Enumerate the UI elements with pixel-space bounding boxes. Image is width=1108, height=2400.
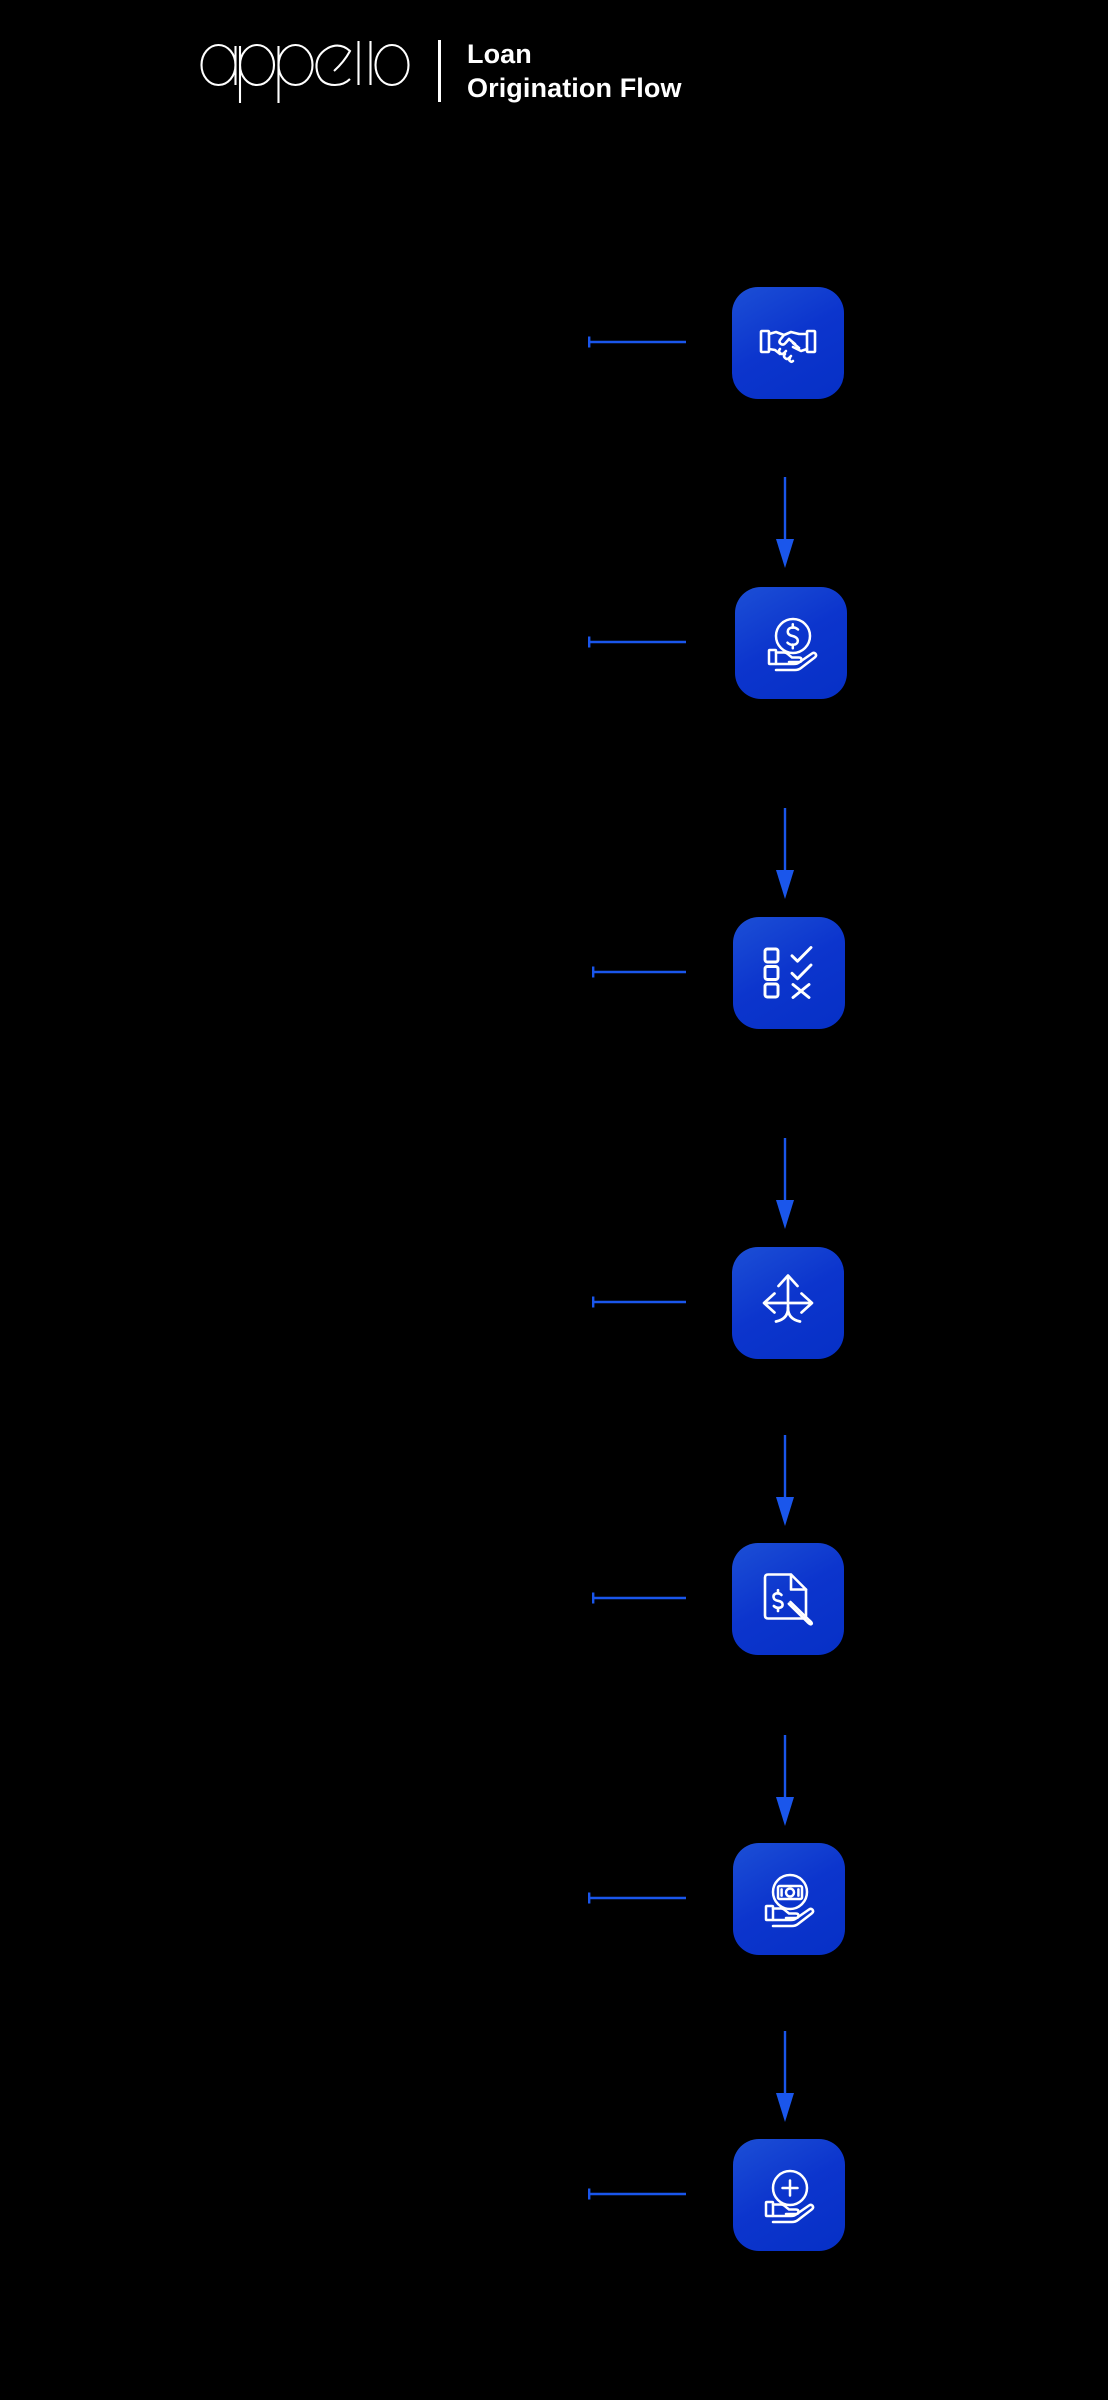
hand-holding-dollar-coin-icon [761, 613, 821, 673]
step-connector-line-6 [588, 1892, 686, 1904]
hand-holding-banknote-icon [760, 1870, 818, 1928]
handshake-icon [758, 313, 818, 373]
step-connector-line-4 [592, 1296, 686, 1308]
loan-document-signature-icon [759, 1570, 817, 1628]
step-icon-box-4[interactable] [732, 1247, 844, 1359]
step-connector-line-3 [592, 966, 686, 978]
step-icon-box-5[interactable] [732, 1543, 844, 1655]
header-inner: Loan Origination Flow [198, 35, 682, 107]
step-icon-box-6[interactable] [733, 1843, 845, 1955]
hand-holding-plus-circle-icon [760, 2166, 818, 2224]
checklist-approval-icon [760, 944, 818, 1002]
step-connector-line-5 [592, 1592, 686, 1604]
appello-wordmark-logo [198, 35, 410, 107]
branching-arrows-decision-icon [757, 1272, 819, 1334]
step-connector-line-7 [588, 2188, 686, 2200]
step-connector-line-1 [588, 336, 686, 348]
step-icon-box-3[interactable] [733, 917, 845, 1029]
page-header: Loan Origination Flow [0, 0, 1108, 150]
step-icon-box-2[interactable] [735, 587, 847, 699]
vertical-divider [438, 40, 441, 102]
step-connector-line-2 [588, 636, 686, 648]
step-icon-box-1[interactable] [732, 287, 844, 399]
page-title: Loan Origination Flow [467, 38, 682, 103]
step-icon-box-7[interactable] [733, 2139, 845, 2251]
